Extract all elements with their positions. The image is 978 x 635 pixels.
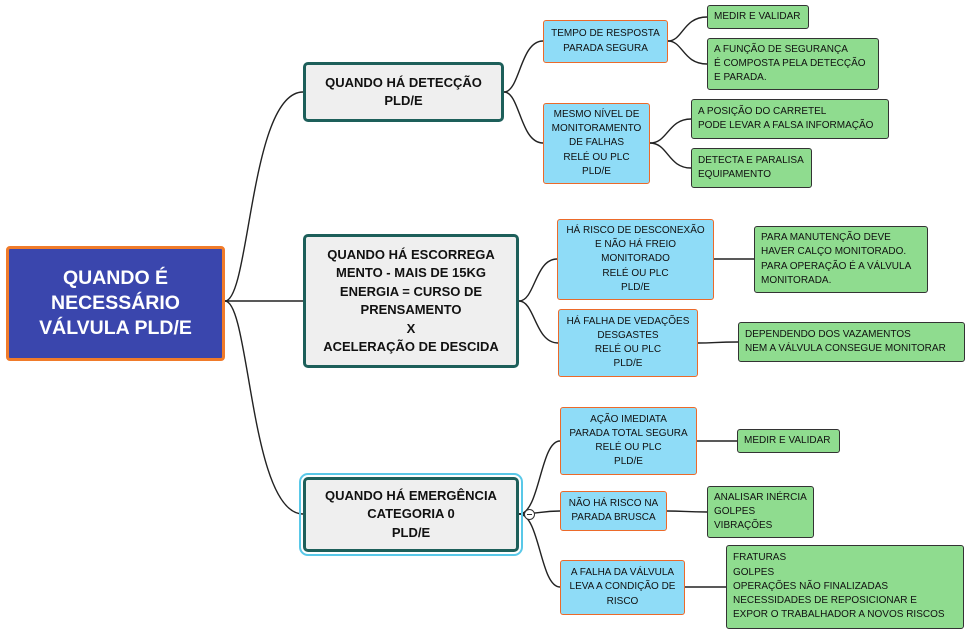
leaf-vazamentos[interactable]: DEPENDENDO DOS VAZAMENTOS NEM A VÁLVULA … — [738, 322, 965, 362]
topic-line: RELÉ OU PLC — [595, 442, 662, 453]
connector-line — [518, 300, 559, 344]
topic-line: DESGASTES — [597, 329, 659, 341]
topic-line: RISCO — [606, 595, 639, 607]
topic-falha-da-valvula[interactable]: A FALHA DA VÁLVULA LEVA A CONDIÇÃO DE RI… — [560, 560, 685, 615]
branch-deteccao[interactable]: QUANDO HÁ DETECÇÃO PLd/e — [303, 62, 504, 122]
leaf-line: MEDIR E VALIDAR — [714, 10, 801, 22]
leaf-line: FRATURAS — [733, 552, 787, 564]
topic-risco-de-desconexao[interactable]: HÁ RISCO DE DESCONEXÃO E NÃO HÁ FREIO MO… — [557, 219, 714, 300]
leaf-medir-e-validar[interactable]: MEDIR E VALIDAR — [707, 5, 809, 29]
topic-line: A FALHA DA VÁLVULA — [570, 567, 675, 579]
topic-line: AÇÃO IMEDIATA — [590, 413, 667, 425]
branch-escorregamento[interactable]: QUANDO HÁ ESCORREGA MENTO - MAIS DE 15kg… — [303, 234, 519, 368]
leaf-calco-monitorado[interactable]: PARA MANUTENÇÃO DEVE HAVER CALÇO MONITOR… — [754, 226, 928, 293]
topic-falha-de-vedacoes[interactable]: HÁ FALHA DE VEDAÇÕES DESGASTES RELÉ OU P… — [558, 309, 698, 377]
root-line: QUANDO É — [62, 267, 169, 289]
topic-line: PLd/e — [582, 165, 611, 177]
topic-nao-ha-risco[interactable]: NÃO HÁ RISCO NA PARADA BRUSCA — [560, 491, 667, 531]
connector-line — [649, 142, 692, 169]
branch-line: ACELERAÇÃO DE DESCIDA — [323, 339, 499, 354]
leaf-line: A FUNÇÃO DE SEGURANÇA — [714, 43, 848, 55]
root-line: VÁLVULA PLd/e — [39, 317, 192, 339]
leaf-line: A POSIÇÃO DO CARRETEL — [698, 105, 827, 117]
leaf-line: É COMPOSTA PELA DETECÇÃO — [714, 57, 866, 69]
leaf-line: PODE LEVAR A FALSA INFORMAÇÃO — [698, 120, 874, 131]
branch-line: QUANDO HÁ EMERGÊNCIA — [325, 487, 497, 503]
branch-line: QUANDO HÁ DETECÇÃO — [325, 74, 482, 90]
leaf-line: GOLPES — [714, 505, 756, 517]
topic-line: PARADA SEGURA — [563, 42, 648, 54]
topic-line: PLd/e — [613, 358, 643, 370]
topic-line: TEMPO DE RESPOSTA — [551, 28, 660, 40]
leaf-line: OPERAÇÕES NÃO FINALIZADAS — [733, 580, 889, 592]
topic-line: PLd/e — [621, 281, 650, 293]
connector-line — [667, 40, 708, 65]
topic-tempo-de-resposta[interactable]: TEMPO DE RESPOSTA PARADA SEGURA — [543, 20, 668, 63]
connector-line — [666, 510, 708, 513]
leaf-line: VIBRAÇÕES — [714, 520, 773, 532]
leaf-line: MONITORADA. — [761, 274, 832, 286]
connector-line — [503, 91, 544, 144]
leaf-fraturas[interactable]: FRATURAS GOLPES OPERAÇÕES NÃO FINALIZADA… — [726, 545, 964, 629]
leaf-detecta-e-paralisa[interactable]: DETECTA E PARALISA EQUIPAMENTO — [691, 148, 812, 188]
root-line: NECESSÁRIO — [51, 292, 180, 314]
connector-line — [224, 300, 304, 515]
topic-line: LEVA A CONDIÇÃO DE — [569, 581, 676, 593]
topic-line: HÁ FALHA DE VEDAÇÕES — [566, 315, 690, 327]
connector-line — [224, 91, 304, 302]
leaf-funcao-de-seguranca[interactable]: A FUNÇÃO DE SEGURANÇA É COMPOSTA PELA DE… — [707, 38, 879, 90]
topic-line: RELÉ OU PLC — [563, 151, 630, 163]
branch-line: PLd/e — [391, 524, 431, 540]
connector-line — [697, 341, 739, 344]
topic-line: MONITORAMENTO — [551, 123, 642, 135]
leaf-medir-e-validar-2[interactable]: MEDIR E VALIDAR — [737, 429, 840, 453]
leaf-line: DEPENDENDO DOS VAZAMENTOS — [745, 328, 911, 340]
topic-line: DE FALHAS — [568, 137, 625, 149]
topic-line: RELÉ OU PLC — [594, 344, 662, 355]
topic-acao-imediata[interactable]: AÇÃO IMEDIATA PARADA TOTAL SEGURA RELÉ O… — [560, 407, 697, 475]
branch-line: MENTO - MAIS DE 15kg — [335, 265, 486, 280]
topic-line: MESMO NÍVEL DE — [553, 108, 640, 120]
leaf-line: HAVER CALÇO MONITORADO. — [761, 246, 907, 258]
connector-line — [518, 440, 561, 515]
collapse-toggle-icon[interactable] — [524, 509, 535, 520]
branch-line: QUANDO HÁ ESCORREGA — [327, 246, 495, 262]
topic-line: E NÃO HÁ FREIO — [594, 239, 677, 251]
leaf-line: MEDIR E VALIDAR — [744, 434, 831, 446]
topic-line: HÁ RISCO DE DESCONEXÃO — [566, 224, 705, 236]
topic-line: PARADA BRUSCA — [571, 512, 656, 523]
connector-line — [667, 16, 708, 42]
connector-line — [518, 513, 561, 588]
topic-line: NÃO HÁ RISCO NA — [568, 497, 659, 509]
branch-line: X — [406, 320, 416, 336]
leaf-line: EQUIPAMENTO — [698, 169, 771, 180]
leaf-line: DETECTA E PARALISA — [698, 154, 804, 166]
connector-line — [518, 258, 558, 302]
leaf-line: PARA MANUTENÇÃO DEVE — [761, 232, 891, 244]
leaf-line: NECESSIDADES DE REPOSICIONAR E — [733, 595, 917, 607]
leaf-line: ANALISAR INÉRCIA — [714, 491, 807, 503]
connector-line — [503, 40, 544, 93]
topic-mesmo-nivel[interactable]: MESMO NÍVEL DE MONITORAMENTO DE FALHAS R… — [543, 103, 650, 184]
topic-line: MONITORADO — [601, 253, 670, 265]
topic-line: PLd/e — [614, 456, 643, 468]
root-topic[interactable]: QUANDO É NECESSÁRIO VÁLVULA PLd/e — [6, 246, 225, 361]
connector-line — [649, 118, 692, 144]
branch-line: ENERGIA = CURSO DE — [339, 283, 483, 299]
branch-emergencia[interactable]: QUANDO HÁ EMERGÊNCIA CATEGORIA 0 PLd/e — [299, 473, 523, 556]
connector-line — [518, 510, 561, 515]
branch-line: PRENSAMENTO — [360, 302, 462, 317]
branch-line: CATEGORIA 0 — [367, 506, 455, 522]
leaf-line: EXPOR O TRABALHADOR A NOVOS RISCOS — [733, 609, 945, 621]
topic-line: RELÉ OU PLC — [602, 267, 669, 279]
leaf-line: NEM A VÁLVULA CONSEGUE MONITORAR — [745, 343, 946, 354]
branch-line: PLd/e — [384, 93, 423, 108]
leaf-line: E PARADA. — [714, 72, 767, 84]
leaf-line: GOLPES — [733, 566, 775, 578]
topic-line: PARADA TOTAL SEGURA — [569, 427, 688, 439]
leaf-line: PARA OPERAÇÃO É A VÁLVULA — [761, 260, 912, 272]
leaf-posicao-do-carretel[interactable]: A POSIÇÃO DO CARRETEL PODE LEVAR A FALSA… — [691, 99, 889, 139]
leaf-analisar-inercia[interactable]: ANALISAR INÉRCIA GOLPES VIBRAÇÕES — [707, 486, 814, 538]
